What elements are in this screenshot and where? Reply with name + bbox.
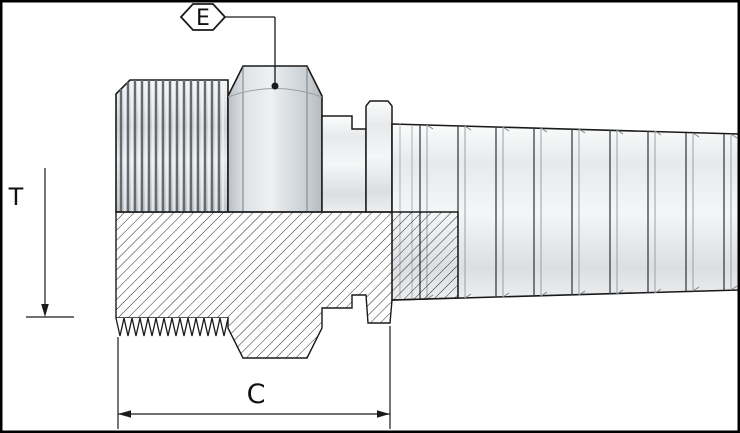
dim-c-arrow-right [377,410,390,418]
section-view [115,211,459,359]
dim-t-label: T [8,183,24,211]
male-thread-section [115,79,229,213]
datum-hexagon-frame [179,3,227,31]
thread-crest-lines-dark [119,80,221,212]
dim-c-label: C [247,379,266,410]
datum-label-e: E [179,3,279,90]
dimension-t: T [8,168,74,318]
hex-corner-edges [242,67,308,211]
dimension-c: C [117,326,391,429]
section-hatch-area [115,211,459,359]
datum-label-text: E [196,6,210,31]
thread-crest-lines-light [124,81,224,212]
hose-stop-collar [365,100,393,213]
thread-teeth-profile [115,317,229,337]
leader-dot [271,82,279,90]
dim-c-arrow-left [118,410,131,418]
barb-chamfer-ticks [426,124,738,300]
shaft-section [321,115,367,213]
dim-t-arrow [41,304,49,317]
